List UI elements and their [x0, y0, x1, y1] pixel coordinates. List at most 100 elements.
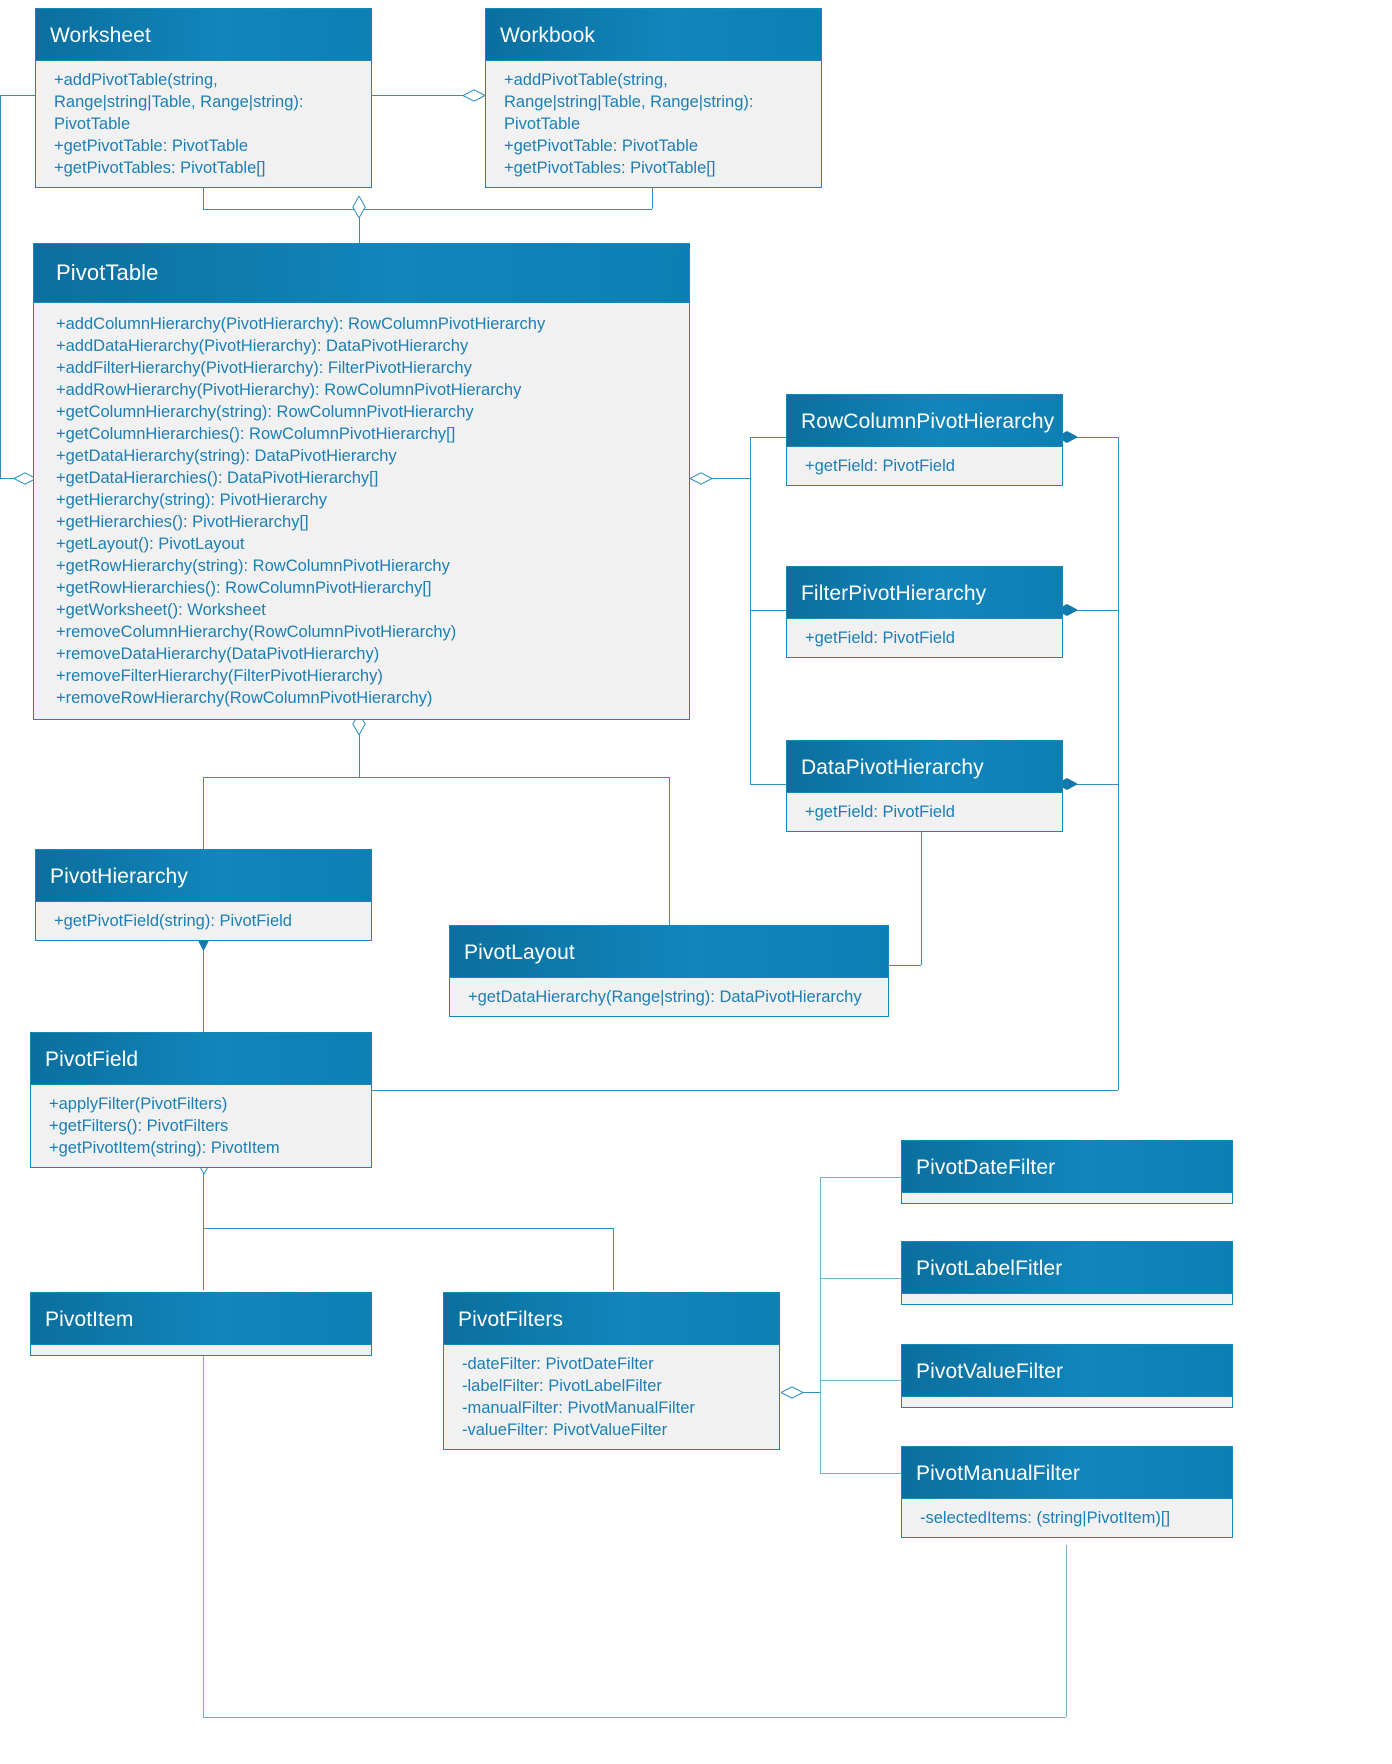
connector-workbook-down	[652, 181, 653, 209]
class-member: +getHierarchy(string): PivotHierarchy	[56, 491, 327, 509]
class-box-pivot-label-filter[interactable]: PivotLabelFitler	[901, 1241, 1233, 1305]
class-member: +getField: PivotField	[805, 457, 955, 475]
class-member: +getRowHierarchies(): RowColumnPivotHier…	[56, 579, 432, 597]
class-member: +addFilterHierarchy(PivotHierarchy): Fil…	[56, 359, 472, 377]
class-member: +getField: PivotField	[805, 803, 955, 821]
class-member: +getDataHierarchy(string): DataPivotHier…	[56, 447, 397, 465]
class-member: +getPivotField(string): PivotField	[54, 912, 292, 930]
class-member: +getRowHierarchy(string): RowColumnPivot…	[56, 557, 450, 575]
class-members-pivot-field: +applyFilter(PivotFilters) +getFilters()…	[31, 1085, 371, 1167]
class-member: +getFilters(): PivotFilters	[49, 1117, 229, 1135]
class-member: -manualFilter: PivotManualFilter	[462, 1399, 695, 1417]
class-member: +addColumnHierarchy(PivotHierarchy): Row…	[56, 315, 546, 333]
class-box-workbook[interactable]: Workbook +addPivotTable(string, Range|st…	[485, 8, 822, 188]
class-title-pivot-filters: PivotFilters	[444, 1293, 779, 1345]
connector-pivotlayout-up	[921, 827, 922, 965]
class-members-row-column-pivot-hierarchy: +getField: PivotField	[787, 447, 1062, 485]
class-title-worksheet: Worksheet	[36, 9, 371, 61]
class-members-pivot-filters: -dateFilter: PivotDateFilter -labelFilte…	[444, 1345, 779, 1449]
class-member: +addRowHierarchy(PivotHierarchy): RowCol…	[56, 381, 522, 399]
connector-bottom-rail	[203, 777, 669, 778]
aggregation-diamond-workbook	[463, 89, 485, 102]
class-member: +addPivotTable(string, Range|string|Tabl…	[504, 71, 754, 133]
connector-manualfilter-down	[1066, 1545, 1067, 1717]
class-box-pivot-value-filter[interactable]: PivotValueFilter	[901, 1344, 1233, 1408]
class-box-pivot-layout[interactable]: PivotLayout +getDataHierarchy(Range|stri…	[449, 925, 889, 1017]
connector-field-rail-to-filters	[613, 1228, 614, 1290]
class-members-workbook: +addPivotTable(string, Range|string|Tabl…	[486, 61, 821, 187]
class-members-filter-pivot-hierarchy: +getField: PivotField	[787, 619, 1062, 657]
class-box-pivot-date-filter[interactable]: PivotDateFilter	[901, 1140, 1233, 1204]
class-members-pivot-item	[31, 1345, 371, 1355]
class-box-pivot-table[interactable]: PivotTable +addColumnHierarchy(PivotHier…	[33, 243, 690, 720]
class-box-pivot-hierarchy[interactable]: PivotHierarchy +getPivotField(string): P…	[35, 849, 372, 941]
class-members-data-pivot-hierarchy: +getField: PivotField	[787, 793, 1062, 831]
class-member: +getPivotTable: PivotTable	[504, 137, 698, 155]
class-title-pivot-field: PivotField	[31, 1033, 371, 1085]
class-box-row-column-pivot-hierarchy[interactable]: RowColumnPivotHierarchy +getField: Pivot…	[786, 394, 1063, 486]
connector-rail-to-rowcolumn	[750, 437, 790, 438]
connector-left-rail-to-pivottable	[0, 478, 22, 479]
class-title-pivot-layout: PivotLayout	[450, 926, 888, 978]
class-member: +getPivotTables: PivotTable[]	[54, 159, 266, 177]
class-box-pivot-field[interactable]: PivotField +applyFilter(PivotFilters) +g…	[30, 1032, 372, 1168]
connector-worksheet-workbook	[371, 95, 475, 96]
class-title-filter-pivot-hierarchy: FilterPivotHierarchy	[787, 567, 1062, 619]
connector-pivottable-right	[710, 478, 750, 479]
aggregation-diamond-pivotfilters	[781, 1386, 803, 1399]
class-box-data-pivot-hierarchy[interactable]: DataPivotHierarchy +getField: PivotField	[786, 740, 1063, 832]
class-member: +getHierarchies(): PivotHierarchy[]	[56, 513, 309, 531]
connector-rail-to-filter	[750, 610, 790, 611]
class-member: -valueFilter: PivotValueFilter	[462, 1421, 668, 1439]
connector-rail-to-datefilter	[820, 1177, 902, 1178]
class-members-pivot-layout: +getDataHierarchy(Range|string): DataPiv…	[450, 978, 888, 1016]
class-member: +getWorksheet(): Worksheet	[56, 601, 266, 619]
class-member: +getDataHierarchy(Range|string): DataPiv…	[468, 988, 862, 1006]
connector-hierarchy-right-rail	[1118, 437, 1119, 1090]
class-box-filter-pivot-hierarchy[interactable]: FilterPivotHierarchy +getField: PivotFie…	[786, 566, 1063, 658]
connector-rail-to-valuefilter	[820, 1380, 902, 1381]
class-title-pivot-value-filter: PivotValueFilter	[902, 1345, 1232, 1397]
class-box-pivot-manual-filter[interactable]: PivotManualFilter -selectedItems: (strin…	[901, 1446, 1233, 1538]
class-title-pivot-date-filter: PivotDateFilter	[902, 1141, 1232, 1193]
connector-filters-rail	[820, 1177, 821, 1473]
class-member: +getPivotItem(string): PivotItem	[49, 1139, 280, 1157]
class-title-pivot-manual-filter: PivotManualFilter	[902, 1447, 1232, 1499]
connector-bottom-rail-to-layout-stub	[669, 777, 670, 925]
connector-left-rail	[0, 95, 1, 478]
class-member: +getColumnHierarchy(string): RowColumnPi…	[56, 403, 474, 421]
class-member: +addDataHierarchy(PivotHierarchy): DataP…	[56, 337, 469, 355]
connector-field-rail-to-item	[203, 1228, 204, 1290]
connector-worksheet-down	[203, 181, 204, 209]
class-members-worksheet: +addPivotTable(string, Range|string|Tabl…	[36, 61, 371, 187]
class-members-pivot-date-filter	[902, 1193, 1232, 1203]
class-title-pivot-table: PivotTable	[34, 244, 689, 303]
connector-filter-right	[1063, 610, 1118, 611]
class-members-pivot-hierarchy: +getPivotField(string): PivotField	[36, 902, 371, 940]
class-box-pivot-item[interactable]: PivotItem	[30, 1292, 372, 1356]
class-box-pivot-filters[interactable]: PivotFilters -dateFilter: PivotDateFilte…	[443, 1292, 780, 1450]
connector-data-right	[1063, 784, 1118, 785]
aggregation-diamond-pivottable-left	[14, 472, 36, 485]
connector-pivotlayout-right	[889, 965, 921, 966]
class-members-pivot-value-filter	[902, 1397, 1232, 1407]
connector-rail-to-manualfilter	[820, 1473, 902, 1474]
connector-rail-to-data	[750, 784, 790, 785]
class-member: +getPivotTables: PivotTable[]	[504, 159, 716, 177]
class-member: -dateFilter: PivotDateFilter	[462, 1355, 654, 1373]
connector-rail-to-pivotitem	[203, 1352, 204, 1717]
class-title-data-pivot-hierarchy: DataPivotHierarchy	[787, 741, 1062, 793]
connector-filters-right	[800, 1392, 820, 1393]
class-title-pivot-item: PivotItem	[31, 1293, 371, 1345]
connector-bottom-rail-to-hierarchy	[203, 777, 204, 849]
class-member: +removeColumnHierarchy(RowColumnPivotHie…	[56, 623, 457, 641]
connector-worksheet-left-stub	[0, 95, 35, 96]
class-box-worksheet[interactable]: Worksheet +addPivotTable(string, Range|s…	[35, 8, 372, 188]
class-member: +getDataHierarchies(): DataPivotHierarch…	[56, 469, 379, 487]
connector-pivottable-bottom	[359, 725, 360, 777]
connector-right-rail-to-pivotfield	[371, 1090, 1118, 1091]
class-member: +applyFilter(PivotFilters)	[49, 1095, 228, 1113]
class-member: +getColumnHierarchies(): RowColumnPivotH…	[56, 425, 456, 443]
connector-rail-to-labelfilter	[820, 1278, 902, 1279]
